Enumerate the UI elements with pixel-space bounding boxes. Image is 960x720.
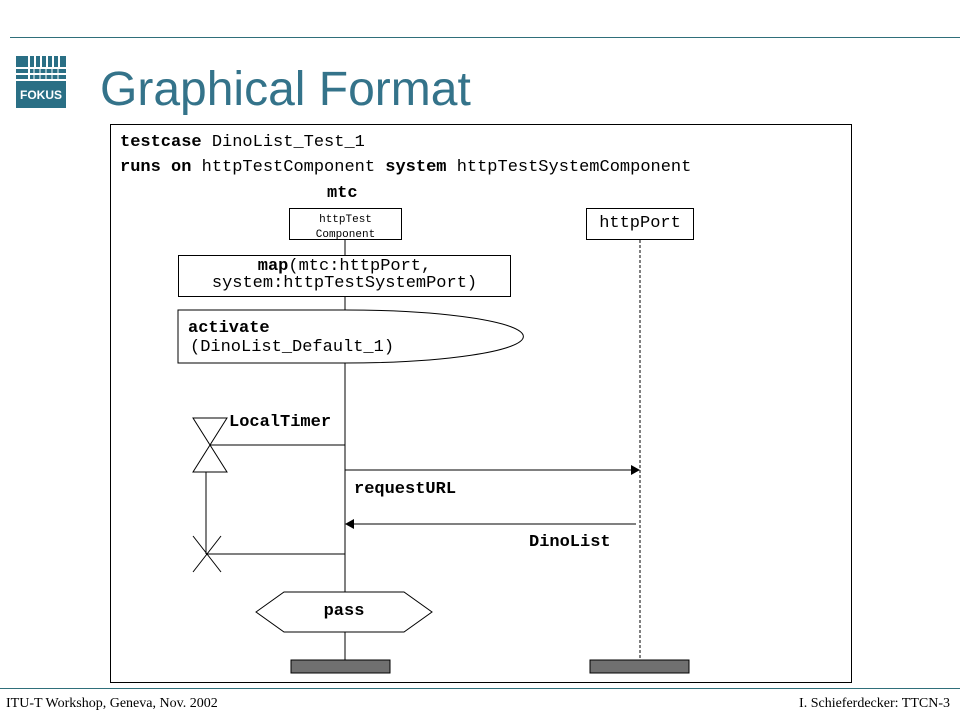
system-component-name: httpTestSystemComponent (456, 158, 692, 177)
port-label: httpPort (599, 214, 681, 233)
activate-argument: (DinoList_Default_1) (190, 338, 395, 357)
verdict-label: pass (323, 602, 365, 621)
top-rule (10, 37, 960, 38)
kw-runs-on: runs on (120, 158, 192, 177)
message-in-arrowhead (345, 519, 354, 529)
testcase-name: DinoList_Test_1 (211, 133, 365, 152)
timer-start-icon (192, 417, 228, 473)
message-out-arrowhead (631, 465, 640, 475)
fokus-logo: FOKUS (14, 54, 68, 110)
map-line1: map(mtc:httpPort, (179, 258, 510, 276)
map-args-line2: system:httpTestSystemPort) (211, 274, 478, 293)
mtc-type-line1: httpTest (319, 214, 372, 226)
message-request-url-label: requestURL (354, 480, 457, 499)
component-name: httpTestComponent (201, 158, 376, 177)
footer-right: I. Schieferdecker: TTCN-3 (799, 696, 950, 711)
port-instance-box: httpPort (586, 208, 694, 240)
testcase-header-line2: runs on httpTestComponent system httpTes… (120, 159, 691, 176)
port-end-bar (589, 659, 690, 674)
map-keyword: map (257, 257, 289, 276)
logo-text: FOKUS (20, 88, 62, 102)
testcase-frame (110, 124, 852, 683)
mtc-label: mtc (327, 184, 358, 203)
verdict-hexagon (255, 591, 433, 633)
slide-title: Graphical Format (100, 63, 471, 116)
kw-system: system (385, 158, 447, 177)
kw-testcase: testcase (120, 133, 202, 152)
timer-timeout-icon-b (192, 535, 222, 573)
map-box: map(mtc:httpPort, system:httpTestSystemP… (178, 255, 511, 297)
activate-keyword: activate (188, 319, 270, 338)
footer-left: ITU-T Workshop, Geneva, Nov. 2002 (6, 696, 218, 711)
timer-label: LocalTimer (229, 413, 332, 432)
bottom-rule (0, 688, 960, 689)
mtc-type-line2: Component (315, 229, 376, 240)
testcase-header-line1: testcase DinoList_Test_1 (120, 134, 365, 151)
mtc-instance-box: httpTest Component (289, 208, 402, 240)
map-args-line1: (mtc:httpPort, (288, 257, 432, 276)
message-dinolist-label: DinoList (529, 533, 611, 552)
activate-shape (177, 309, 524, 364)
mtc-end-bar (290, 659, 391, 674)
